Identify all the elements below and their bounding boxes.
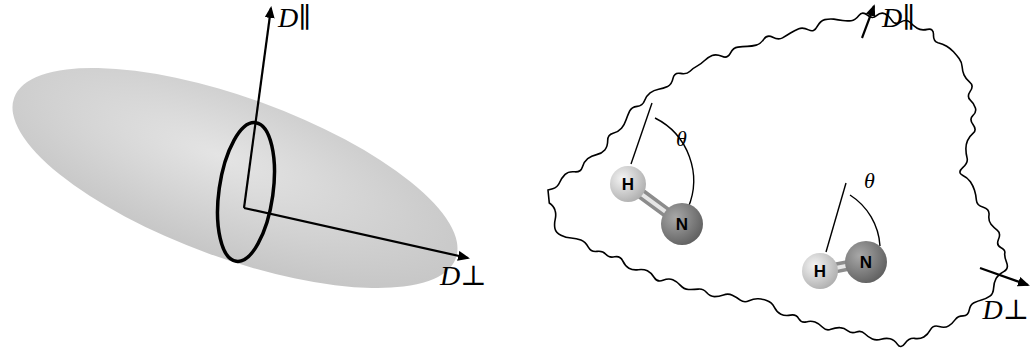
ellipsoid [0,22,483,333]
angle-arc [655,118,694,208]
axis-label: D⊥ [440,262,487,290]
atom-label: H [622,176,634,193]
axis-label: D⊥ [982,296,1029,324]
axis-parallel [862,6,874,38]
atom-sphere: N [661,203,703,245]
atom-label: N [676,216,688,233]
angle-label: θ [864,170,875,192]
axis-perpendicular [980,268,1028,285]
axis-parallel [244,8,271,208]
angle-label: θ [676,128,687,150]
protein-outline [548,13,1007,346]
atom-sphere: H [802,253,838,289]
atom-sphere: N [845,241,887,283]
axis-label: D∥ [882,4,915,32]
angle-arc [850,195,880,246]
reference-line [826,183,846,252]
atom-label: N [860,254,872,271]
atom-sphere: H [610,166,646,202]
axis-label: D∥ [278,4,311,32]
reference-line [631,103,652,164]
axis-perpendicular [244,208,468,258]
atom-label: H [814,263,826,280]
bond [641,194,667,213]
